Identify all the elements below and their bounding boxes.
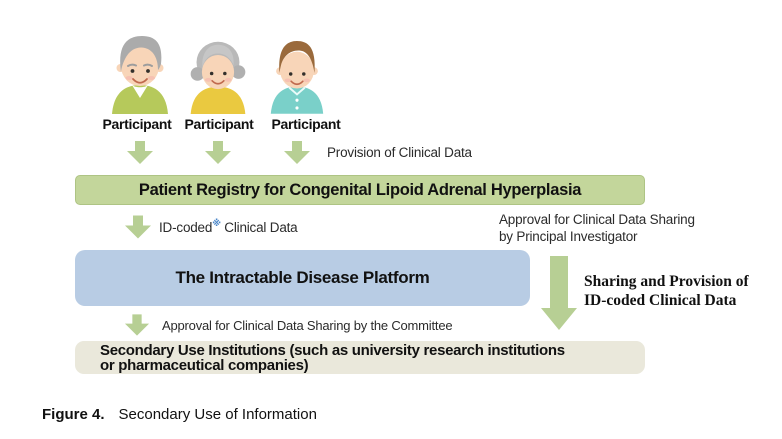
down-arrow-icon: [127, 141, 153, 164]
reference-mark: ※: [212, 218, 221, 228]
sharing-line2: ID-coded Clinical Data: [584, 292, 737, 309]
figure-caption: Figure 4. Secondary Use of Information: [42, 406, 317, 423]
secondary-use-bar: Secondary Use Institutions (such as univ…: [75, 341, 645, 374]
id-coded-label: ID-coded※ Clinical Data: [159, 218, 298, 235]
participant-label-2: Participant: [184, 116, 254, 132]
approval-pi-line1: Approval for Clinical Data Sharing: [499, 212, 695, 227]
secondary-use-line2: or pharmaceutical companies): [100, 357, 309, 374]
down-arrow-icon: [125, 215, 151, 239]
down-arrow-icon: [205, 141, 231, 164]
young-man-icon: [270, 41, 324, 114]
elderly-man-icon: [112, 36, 168, 114]
participant-label-3: Participant: [271, 116, 341, 132]
provision-label: Provision of Clinical Data: [327, 145, 472, 160]
down-arrow-icon: [124, 314, 150, 336]
approval-committee-label: Approval for Clinical Data Sharing by th…: [162, 318, 453, 333]
down-arrow-icon: [284, 141, 310, 164]
registry-bar: Patient Registry for Congenital Lipoid A…: [75, 175, 645, 205]
platform-bar: The Intractable Disease Platform: [75, 250, 530, 306]
figure-caption-label: Figure 4.: [42, 406, 105, 423]
platform-bar-text: The Intractable Disease Platform: [175, 268, 430, 287]
approval-pi-label: Approval for Clinical Data Sharing by Pr…: [499, 211, 695, 245]
approval-pi-line2: by Principal Investigator: [499, 229, 638, 244]
id-coded-prefix: ID-coded: [159, 220, 213, 235]
figure-caption-text: Secondary Use of Information: [118, 406, 317, 423]
participant-label-1: Participant: [102, 116, 172, 132]
id-coded-suffix: Clinical Data: [220, 220, 298, 235]
registry-bar-text: Patient Registry for Congenital Lipoid A…: [138, 180, 582, 199]
sharing-down-arrow-icon: [541, 256, 577, 330]
elderly-woman-icon: [190, 41, 246, 114]
sharing-note: Sharing and Provision of ID-coded Clinic…: [584, 272, 749, 310]
secondary-use-line1: Secondary Use Institutions (such as univ…: [100, 342, 565, 359]
sharing-line1: Sharing and Provision of: [584, 273, 749, 290]
